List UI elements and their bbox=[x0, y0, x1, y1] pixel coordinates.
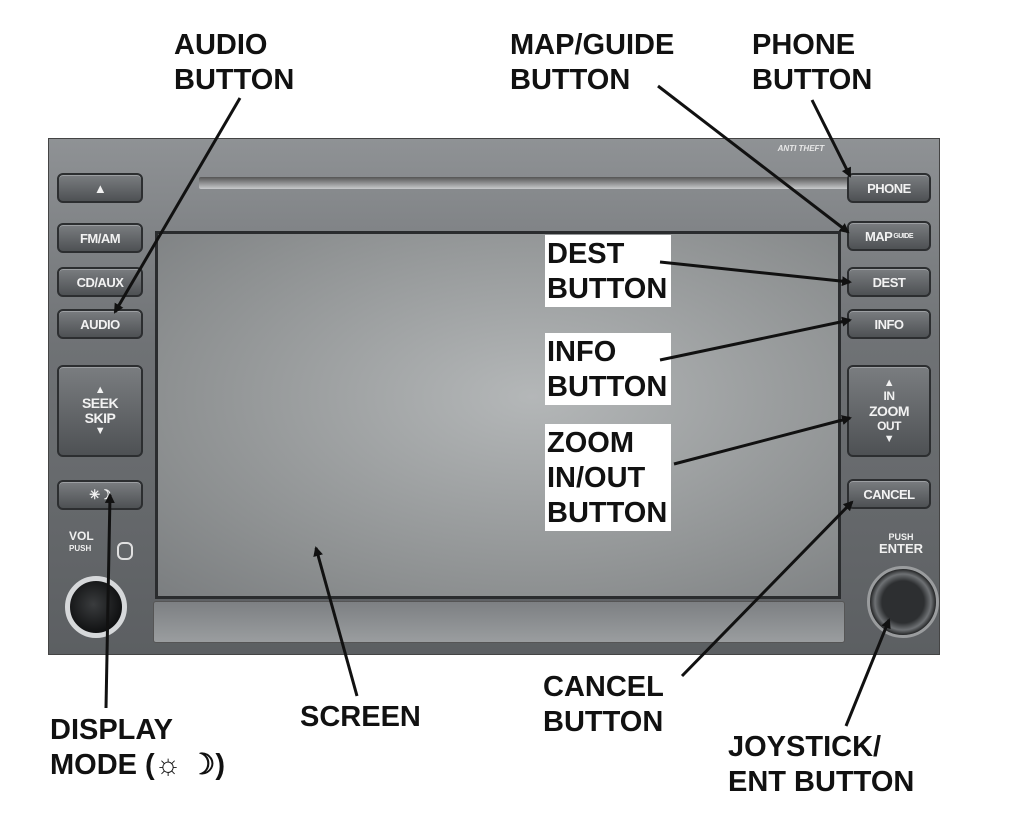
callout-line: MAP/GUIDE bbox=[510, 29, 675, 61]
info-label: INFO bbox=[874, 316, 904, 332]
disc-slot bbox=[199, 177, 889, 189]
callout-line: PHONE bbox=[752, 29, 856, 61]
enter-text: ENTER bbox=[878, 541, 924, 556]
push-enter-label: PUSH ENTER bbox=[866, 531, 936, 555]
phone-arrow bbox=[810, 99, 852, 178]
zoom-in-label: IN bbox=[883, 388, 896, 403]
display-mode-button[interactable]: ✳☽ bbox=[57, 480, 143, 510]
zoom-in-out-button[interactable]: ▲ IN ZOOM OUT ▼ bbox=[847, 365, 931, 457]
callout-line: AUDIO bbox=[174, 29, 268, 61]
vol-push-label: VOL PUSH bbox=[69, 529, 94, 554]
cancel-button-callout: CANCEL BUTTON bbox=[543, 670, 664, 740]
audio-button[interactable]: AUDIO bbox=[57, 309, 143, 339]
eject-icon: ▲ bbox=[93, 180, 107, 196]
callout-line: JOYSTICK/ bbox=[728, 731, 882, 763]
seek-label: SEEK bbox=[81, 395, 119, 411]
chevron-up-icon: ▲ bbox=[94, 384, 106, 396]
seek-skip-button[interactable]: ▲ SEEK SKIP ▼ bbox=[57, 365, 143, 457]
callout-line: DEST bbox=[547, 238, 625, 270]
callout-line: BUTTON bbox=[547, 371, 668, 403]
audio-button-callout: AUDIO BUTTON bbox=[174, 28, 294, 98]
chevron-down-icon: ▼ bbox=[94, 425, 106, 437]
info-arrow bbox=[659, 316, 852, 362]
callout-line: BUTTON bbox=[547, 497, 668, 529]
volume-knob[interactable] bbox=[65, 576, 127, 638]
callout-line: BUTTON bbox=[543, 706, 664, 738]
callout-line: MODE (☼ ☽) bbox=[50, 749, 226, 781]
phone-label: PHONE bbox=[867, 180, 911, 196]
joystick-callout: JOYSTICK/ ENT BUTTON bbox=[728, 730, 914, 800]
fm-am-label: FM/AM bbox=[79, 230, 121, 246]
dest-button-callout: DEST BUTTON bbox=[545, 235, 672, 307]
vol-text: VOL bbox=[69, 529, 94, 543]
info-button-callout: INFO BUTTON bbox=[545, 333, 672, 405]
screen[interactable] bbox=[155, 231, 841, 599]
dest-button[interactable]: DEST bbox=[847, 267, 931, 297]
chevron-up-icon: ▲ bbox=[883, 376, 895, 389]
phone-button-callout: PHONE BUTTON bbox=[752, 28, 872, 98]
enter-push-text: PUSH bbox=[888, 532, 914, 542]
cancel-arrow bbox=[680, 500, 854, 678]
callout-line: BUTTON bbox=[547, 273, 668, 305]
skip-label: SKIP bbox=[84, 410, 116, 426]
anti-theft-indicator: ANTI THEFT bbox=[777, 144, 825, 153]
joystick-arrow bbox=[844, 618, 891, 727]
joystick-enter-knob[interactable] bbox=[867, 566, 939, 638]
callout-line: IN/OUT bbox=[547, 462, 646, 494]
eject-button[interactable]: ▲ bbox=[57, 173, 143, 203]
display-mode-callout: DISPLAY MODE (☼ ☽) bbox=[50, 713, 225, 783]
cancel-label: CANCEL bbox=[863, 486, 915, 502]
zoom-label: ZOOM bbox=[869, 402, 910, 419]
callout-line: SCREEN bbox=[300, 701, 421, 733]
zoom-arrow bbox=[673, 415, 852, 466]
callout-line: CANCEL bbox=[543, 671, 664, 703]
audio-label: AUDIO bbox=[80, 316, 120, 332]
callout-line: INFO bbox=[547, 336, 617, 368]
cd-aux-button[interactable]: CD/AUX bbox=[57, 267, 143, 297]
display-mode-arrow bbox=[104, 493, 115, 709]
chevron-down-icon: ▼ bbox=[883, 432, 895, 445]
map-label: MAP bbox=[864, 228, 893, 244]
audio-arrow bbox=[113, 97, 242, 314]
power-indicator-icon bbox=[117, 542, 133, 560]
zoom-out-label: OUT bbox=[877, 418, 901, 433]
cd-aux-label: CD/AUX bbox=[76, 274, 124, 290]
map-guide-arrow bbox=[657, 84, 850, 234]
callout-line: ENT BUTTON bbox=[728, 766, 915, 798]
zoom-button-callout: ZOOM IN/OUT BUTTON bbox=[545, 424, 672, 531]
callout-line: BUTTON bbox=[174, 64, 295, 96]
screen-callout: SCREEN bbox=[300, 700, 421, 735]
dest-arrow bbox=[659, 260, 852, 287]
callout-line: BUTTON bbox=[510, 64, 631, 96]
vol-push-text: PUSH bbox=[69, 544, 92, 553]
phone-button[interactable]: PHONE bbox=[847, 173, 931, 203]
callout-line: ZOOM bbox=[547, 427, 634, 459]
map-guide-button-callout: MAP/GUIDE BUTTON bbox=[510, 28, 674, 98]
cancel-button[interactable]: CANCEL bbox=[847, 479, 931, 509]
callout-line: DISPLAY bbox=[50, 714, 174, 746]
navigation-head-unit: ANTI THEFT ▲ FM/AM CD/AUX AUDIO ▲ SEEK S… bbox=[48, 138, 940, 655]
dest-label: DEST bbox=[872, 274, 906, 290]
callout-line: BUTTON bbox=[752, 64, 873, 96]
screen-bezel-lip bbox=[153, 601, 845, 643]
fm-am-button[interactable]: FM/AM bbox=[57, 223, 143, 253]
screen-arrow bbox=[313, 546, 359, 697]
guide-label: GUIDE bbox=[893, 232, 914, 240]
